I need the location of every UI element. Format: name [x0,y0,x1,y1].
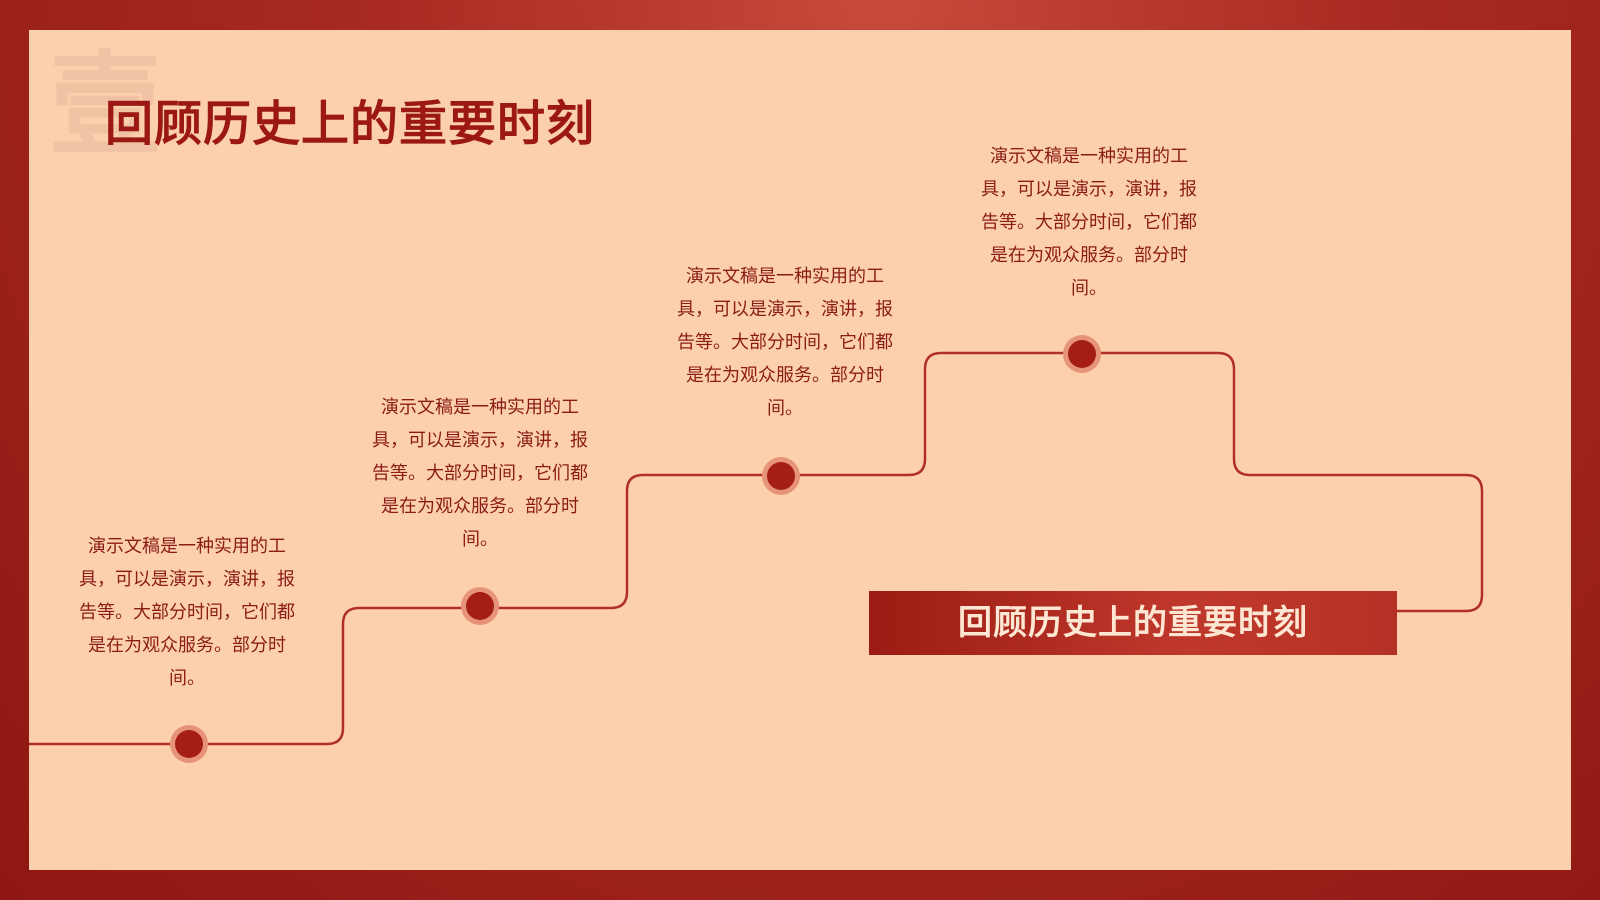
step-description: 演示文稿是一种实用的工具，可以是演示，演讲，报告等。大部分时间，它们都是在为观众… [981,146,1197,299]
slide-canvas: 壹 回顾历史上的重要时刻 演示文稿是一种实用的工具，可以是演示，演讲，报告等。大… [29,30,1571,870]
step-description: 演示文稿是一种实用的工具，可以是演示，演讲，报告等。大部分时间，它们都是在为观众… [79,536,295,689]
page-title: 回顾历史上的重要时刻 [105,96,596,152]
subtitle-banner: 回顾历史上的重要时刻 [869,591,1397,655]
timeline-path [29,335,1484,763]
timeline-dot [762,457,800,495]
timeline-dot [170,725,208,763]
timeline-dot [1063,335,1101,373]
timeline-dot [461,587,499,625]
watermark-numeral: 壹 [49,40,161,171]
step-description: 演示文稿是一种实用的工具，可以是演示，演讲，报告等。大部分时间，它们都是在为观众… [677,266,893,419]
step-description: 演示文稿是一种实用的工具，可以是演示，演讲，报告等。大部分时间，它们都是在为观众… [372,397,588,550]
